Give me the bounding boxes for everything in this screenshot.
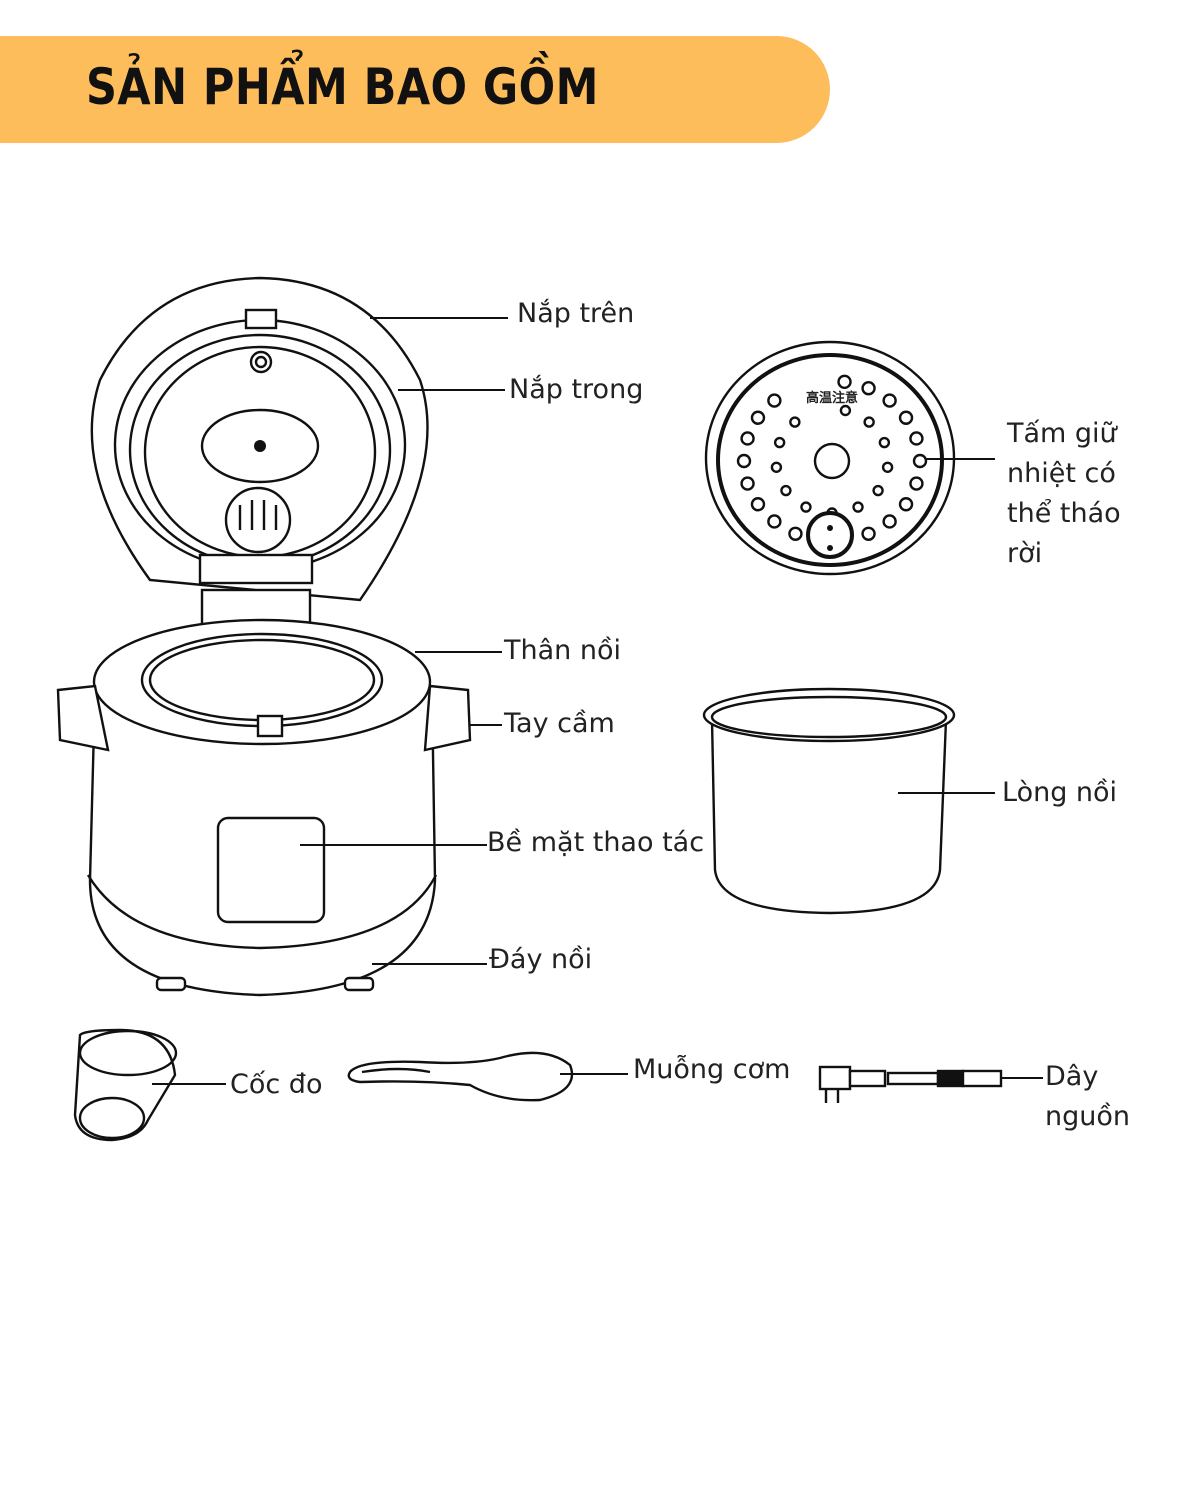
label-steam-plate-1: Tấm giữ bbox=[1006, 418, 1119, 449]
steam-hole bbox=[839, 404, 852, 417]
label-rice-spoon: Muỗng cơm bbox=[633, 1054, 790, 1085]
steam-hole bbox=[861, 381, 876, 396]
label-handle: Tay cầm bbox=[503, 708, 615, 739]
label-steam-plate-2: nhiệt có bbox=[1007, 458, 1116, 489]
steam-hole bbox=[898, 497, 914, 512]
steam-hole bbox=[767, 514, 782, 529]
steam-hole bbox=[788, 526, 803, 541]
label-power-cord-1: Dây bbox=[1045, 1061, 1098, 1092]
page-title: SẢN PHẨM BAO GỒM bbox=[86, 58, 599, 116]
steam-hole bbox=[912, 453, 928, 469]
label-body: Thân nồi bbox=[503, 635, 621, 666]
steam-hole bbox=[789, 416, 801, 428]
label-steam-plate-3: thể tháo bbox=[1007, 498, 1121, 529]
steam-plate-illustration: 高温注意 bbox=[704, 340, 956, 576]
steam-hole bbox=[863, 416, 875, 428]
measuring-cup-illustration bbox=[73, 1028, 178, 1142]
steam-hole bbox=[882, 393, 897, 408]
steam-hole bbox=[898, 410, 914, 425]
steam-hole bbox=[740, 476, 755, 491]
steam-hole bbox=[872, 484, 884, 497]
label-steam-plate-4: rời bbox=[1007, 538, 1042, 569]
steam-hole bbox=[770, 461, 783, 473]
steam-hole bbox=[882, 514, 897, 529]
steam-hole bbox=[780, 484, 792, 497]
header-banner: SẢN PHẨM BAO GỒM bbox=[0, 36, 830, 143]
steam-hole bbox=[800, 501, 812, 513]
rice-cooker-illustration bbox=[56, 276, 472, 997]
steam-hole bbox=[909, 431, 924, 446]
label-inner-lid: Nắp trong bbox=[509, 374, 643, 405]
steam-hole bbox=[773, 436, 786, 449]
steam-hole bbox=[837, 374, 852, 390]
power-cord-illustration bbox=[818, 1065, 1003, 1103]
steam-hole bbox=[750, 497, 766, 512]
steam-hole bbox=[861, 526, 876, 541]
plate-marking: 高温注意 bbox=[806, 390, 858, 405]
label-base: Đáy nồi bbox=[489, 944, 592, 975]
steam-hole bbox=[909, 476, 924, 491]
steam-hole bbox=[736, 453, 752, 469]
label-control-panel: Bề mặt thao tác bbox=[487, 827, 704, 858]
steam-hole bbox=[878, 436, 891, 449]
steam-hole bbox=[852, 501, 864, 513]
label-top-lid: Nắp trên bbox=[517, 298, 634, 329]
steam-hole bbox=[750, 410, 766, 425]
inner-pot-illustration bbox=[702, 687, 956, 915]
label-measuring-cup: Cốc đo bbox=[230, 1069, 322, 1100]
steam-hole bbox=[740, 431, 755, 446]
steam-hole bbox=[881, 461, 894, 473]
rice-spoon-illustration bbox=[347, 1051, 574, 1102]
label-inner-pot: Lòng nồi bbox=[1002, 777, 1117, 808]
steam-hole bbox=[767, 393, 782, 408]
label-power-cord-2: nguồn bbox=[1045, 1101, 1130, 1132]
